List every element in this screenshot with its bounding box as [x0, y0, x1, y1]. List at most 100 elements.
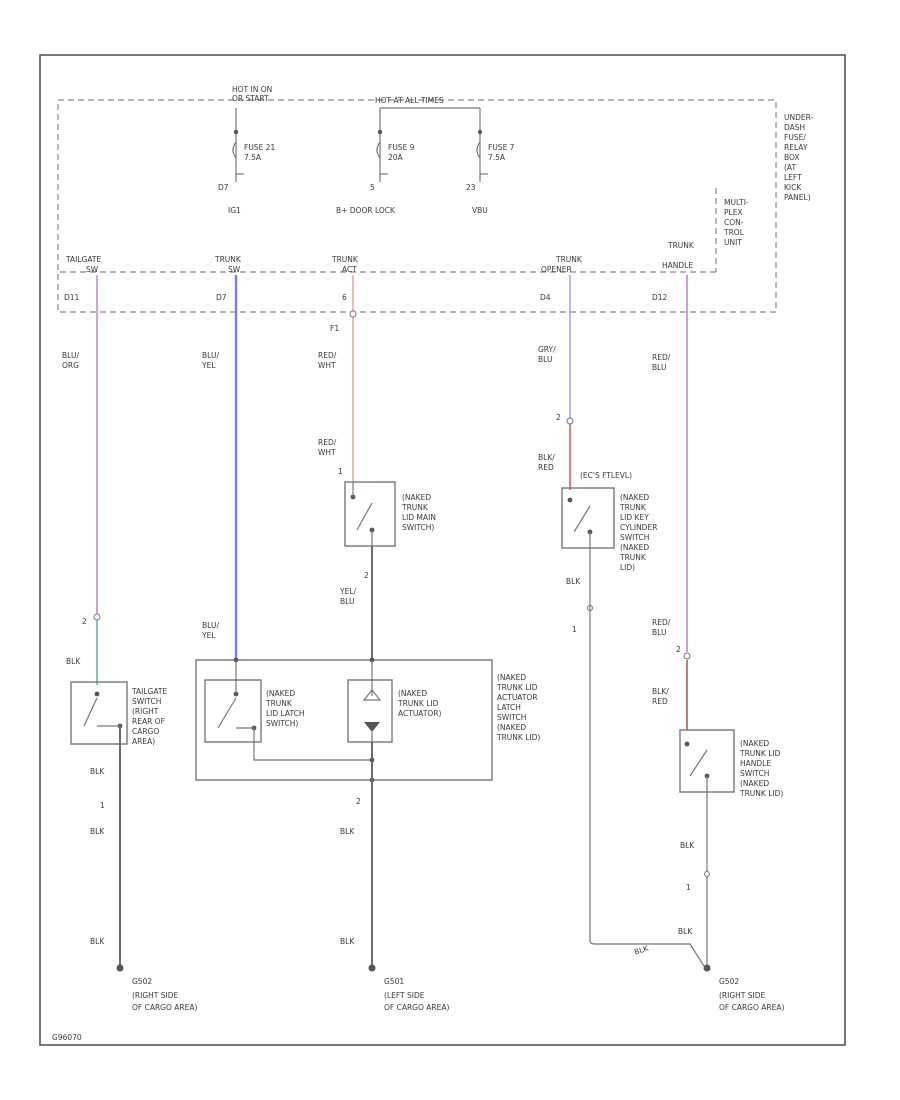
svg-text:(NAKED: (NAKED — [398, 689, 427, 698]
ground-g502-right: G502 (RIGHT SIDE OF CARGO AREA) — [703, 964, 784, 1012]
terminal-trunk-act: TRUNK ACT 6 — [331, 255, 359, 302]
svg-text:(NAKED: (NAKED — [740, 779, 769, 788]
svg-text:ACTUATOR: ACTUATOR — [497, 693, 538, 702]
fuse-9: FUSE 9 20A 5 B+ DOOR LOCK — [336, 108, 415, 215]
wire-label: ORG — [62, 361, 79, 370]
wire-label: YEL/ — [339, 587, 356, 596]
svg-text:REAR OF: REAR OF — [132, 717, 165, 726]
svg-text:ACT: ACT — [342, 265, 357, 274]
connector-pin — [349, 310, 357, 318]
svg-text:(NAKED: (NAKED — [497, 723, 526, 732]
latch-switch-label: (NAKED TRUNK LID LATCH SWITCH) — [265, 689, 304, 728]
svg-text:G502: G502 — [132, 977, 152, 986]
pin-label: 2 — [364, 571, 369, 580]
pin-label: F1 — [330, 324, 339, 333]
svg-text:OF CARGO AREA): OF CARGO AREA) — [132, 1003, 197, 1012]
svg-text:G501: G501 — [384, 977, 404, 986]
diagram-frame — [39, 54, 846, 1046]
svg-text:SWITCH): SWITCH) — [266, 719, 298, 728]
svg-text:AREA): AREA) — [132, 737, 155, 746]
svg-text:6: 6 — [342, 293, 347, 302]
pin-label: 1 — [686, 883, 691, 892]
svg-text:TRUNK LID: TRUNK LID — [397, 699, 439, 708]
svg-text:LID KEY: LID KEY — [620, 513, 649, 522]
svg-text:OPENER: OPENER — [541, 265, 572, 274]
pin-label: 2 — [676, 645, 681, 654]
wire-label: BLK — [340, 827, 355, 836]
svg-text:PLEX: PLEX — [724, 208, 743, 217]
svg-text:SW: SW — [228, 265, 241, 274]
trunk-lid-main-switch — [344, 481, 396, 547]
wire-label: BLK — [340, 937, 355, 946]
connector-pin — [93, 613, 101, 621]
svg-text:D11: D11 — [64, 293, 80, 302]
svg-text:LEFT: LEFT — [784, 173, 802, 182]
wire-label: RED/ — [318, 351, 337, 360]
fuse-21: FUSE 21 7.5A D7 IG1 — [218, 108, 275, 215]
svg-text:MULTI-: MULTI- — [724, 198, 749, 207]
svg-text:TRUNK: TRUNK — [619, 503, 647, 512]
svg-text:G502: G502 — [719, 977, 739, 986]
pin-label: 1 — [572, 625, 577, 634]
svg-text:TRUNK: TRUNK — [331, 255, 359, 264]
fuse-9-name: FUSE 9 — [388, 143, 415, 152]
key-switch-label: (NAKED TRUNK LID KEY CYLINDER SWITCH (NA… — [619, 493, 657, 572]
tailgate-switch-label: TAILGATE SWITCH (RIGHT REAR OF CARGO ARE… — [131, 687, 167, 746]
wire-label: BLU — [538, 355, 552, 364]
wire-key-switch-ground — [589, 548, 705, 967]
main-switch-label: (NAKED TRUNK LID MAIN SWITCH) — [401, 493, 436, 532]
hot-run-label-2: OR START — [232, 94, 269, 103]
pin-label: 2 — [556, 413, 561, 422]
svg-text:D4: D4 — [540, 293, 551, 302]
svg-text:LID LATCH: LID LATCH — [266, 709, 304, 718]
terminal-trunk-sw: TRUNK SW D7 — [214, 255, 242, 302]
diagram-code: G96070 — [52, 1033, 82, 1042]
trunk-lid-key-cylinder-switch — [561, 487, 615, 549]
fuse-21-name: FUSE 21 — [244, 143, 275, 152]
tailgate-switch — [70, 681, 128, 745]
svg-text:FUSE/: FUSE/ — [784, 133, 806, 142]
svg-text:OF CARGO AREA): OF CARGO AREA) — [719, 1003, 784, 1012]
svg-text:(AT: (AT — [784, 163, 796, 172]
svg-text:TAILGATE: TAILGATE — [65, 255, 101, 264]
svg-text:TRUNK: TRUNK — [667, 241, 695, 250]
svg-text:D7: D7 — [216, 293, 227, 302]
fuse-relay-box-outline — [57, 99, 777, 313]
svg-text:TRUNK LID: TRUNK LID — [739, 749, 781, 758]
wire-label: YEL — [201, 631, 216, 640]
actuator-solenoid-symbol — [364, 722, 380, 732]
svg-text:CYLINDER: CYLINDER — [620, 523, 657, 532]
svg-text:TROL: TROL — [723, 228, 745, 237]
fuse-9-circuit: B+ DOOR LOCK — [336, 206, 396, 215]
fuse-21-rating: 7.5A — [244, 153, 262, 162]
ground-g502-left: G502 (RIGHT SIDE OF CARGO AREA) — [116, 964, 197, 1012]
wire-label: BLU/ — [62, 351, 79, 360]
svg-text:(NAKED: (NAKED — [402, 493, 431, 502]
wire-label: BLK/ — [538, 453, 555, 462]
hot-run-label-1: HOT IN ON — [232, 85, 272, 94]
svg-text:OF CARGO AREA): OF CARGO AREA) — [384, 1003, 449, 1012]
multiplex-control-unit-label: MULTI- PLEX CON- TROL UNIT — [723, 198, 749, 247]
svg-text:BOX: BOX — [784, 153, 800, 162]
fuse-7-circuit: VBU — [472, 206, 488, 215]
svg-text:(NAKED: (NAKED — [620, 543, 649, 552]
svg-text:TRUNK LID: TRUNK LID — [496, 683, 538, 692]
fuse-7: FUSE 7 7.5A 23 VBU — [466, 108, 515, 215]
fuse-21-pin: D7 — [218, 183, 229, 192]
wire-label: RED — [652, 697, 668, 706]
svg-text:(RIGHT SIDE: (RIGHT SIDE — [719, 991, 766, 1000]
wire-label: BLK — [90, 937, 105, 946]
wire-label: BLU/ — [202, 351, 219, 360]
wire-label: RED/ — [318, 438, 337, 447]
svg-text:ACTUATOR): ACTUATOR) — [398, 709, 442, 718]
svg-text:CARGO: CARGO — [132, 727, 159, 736]
svg-text:(LEFT SIDE: (LEFT SIDE — [384, 991, 425, 1000]
ground-g501: G501 (LEFT SIDE OF CARGO AREA) — [368, 964, 449, 1012]
svg-text:TRUNK: TRUNK — [265, 699, 293, 708]
trunk-lid-latch-switch — [204, 679, 262, 743]
wire-label: WHT — [318, 448, 336, 457]
svg-text:KICK: KICK — [784, 183, 802, 192]
trunk-lid-actuator — [347, 679, 393, 743]
handle-switch-label: (NAKED TRUNK LID HANDLE SWITCH (NAKED TR… — [739, 739, 783, 798]
svg-text:TRUNK: TRUNK — [214, 255, 242, 264]
